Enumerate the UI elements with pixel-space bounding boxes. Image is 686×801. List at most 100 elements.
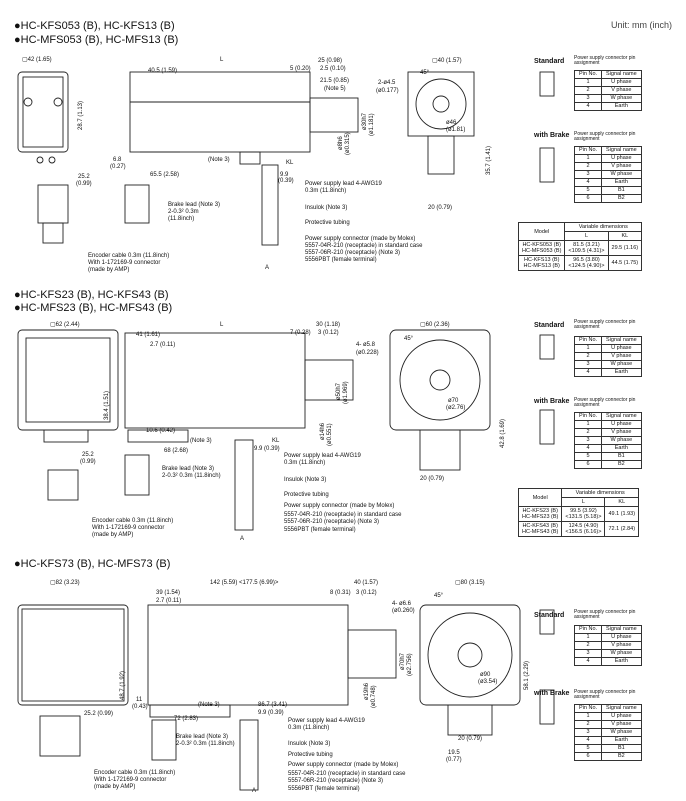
s2-tubing: Protective tubing bbox=[284, 492, 329, 498]
s1-pcd: ø46 bbox=[446, 120, 457, 126]
s2-d8: 9.9 (0.39) bbox=[254, 446, 280, 452]
s1-flange: ▢40 (1.57) bbox=[432, 58, 462, 64]
s2-shaft2: (ø0.551) bbox=[327, 423, 333, 446]
s2-front-width: ▢62 (2.44) bbox=[50, 322, 80, 328]
s3-pilot2: (ø2.756) bbox=[407, 653, 413, 676]
s2-pcd: ø70 bbox=[448, 398, 459, 404]
s1-d10: 35.7 (1.41) bbox=[486, 145, 492, 175]
s2-encoder3: (made by AMP) bbox=[92, 532, 134, 538]
s3-d12: 19.5 bbox=[448, 750, 460, 756]
s1-brake-lead2: 2-0.3² 0.3m bbox=[168, 209, 199, 215]
s3-d2: 40 (1.57) bbox=[354, 580, 379, 586]
s1-d7: 65.5 (2.58) bbox=[150, 172, 180, 178]
table-row: HC-KFS43 (B)HC-MFS43 (B)124.5 (4.90)<156… bbox=[517, 521, 640, 537]
s3-d7: 72 (2.83) bbox=[174, 716, 199, 722]
signal-header: Signal name bbox=[601, 70, 642, 79]
s2-L: L bbox=[220, 322, 224, 328]
s2-power-lead: Power supply lead 4-AWG19 bbox=[284, 453, 361, 459]
s3-power-lead: Power supply lead 4-AWG19 bbox=[288, 718, 365, 724]
s3-d10: 58.1 (2.29) bbox=[524, 660, 530, 690]
s1-d5: 21.5 (0.85) bbox=[320, 78, 350, 84]
s1-kl: KL bbox=[286, 160, 294, 166]
s2-flange: ▢60 (2.36) bbox=[420, 322, 450, 328]
section-2-title-line1: ●HC-KFS23 (B), HC-KFS43 (B) bbox=[14, 289, 169, 301]
section-3-title: ●HC-KFS73 (B), HC-MFS73 (B) bbox=[14, 558, 171, 570]
s2-hole2: (ø0.228) bbox=[356, 350, 379, 356]
s2-h1: 38.4 (1.51) bbox=[104, 390, 110, 420]
s2-d9: 25.2 bbox=[82, 452, 94, 458]
s3-insulok: Insulok (Note 3) bbox=[288, 741, 331, 747]
s3-brake-note: Power supply connector pin assignment bbox=[574, 689, 636, 700]
s1-pilot2: (ø1.181) bbox=[369, 113, 375, 136]
s3-d3: 8 (0.31) bbox=[330, 590, 351, 596]
s3-d1: 39 (1.54) bbox=[156, 590, 181, 596]
s3-d11: 20 (0.79) bbox=[458, 736, 483, 742]
s2-pilot2: (ø1.969) bbox=[343, 381, 349, 404]
s3-angle: 45° bbox=[434, 593, 444, 599]
s1-d8: 9.9 bbox=[280, 172, 289, 178]
s2-d6: 10.6 (0.42) bbox=[146, 428, 176, 434]
s3-shaft2: (ø0.748) bbox=[371, 685, 377, 708]
s1-hole: 2-ø4.5 bbox=[378, 80, 396, 86]
s3-flange: ▢80 (3.15) bbox=[455, 580, 485, 586]
s1-L: L bbox=[220, 57, 224, 63]
s2-hole: 4- ø5.8 bbox=[356, 342, 376, 348]
s2-d3: 7 (0.28) bbox=[290, 330, 311, 336]
s3-hole2: (ø0.260) bbox=[392, 608, 415, 614]
s2-d5: 2.7 (0.11) bbox=[150, 342, 176, 348]
s3-brake-lead: Brake lead (Note 3) bbox=[176, 734, 229, 740]
s1-hole2: (ø0.177) bbox=[376, 88, 399, 94]
s2-kl: KL bbox=[272, 438, 280, 444]
s3-arrow-a: A bbox=[252, 788, 257, 794]
s2-encoder: Encoder cable 0.3m (11.8inch) bbox=[92, 518, 174, 524]
s1-encoder: Encoder cable 0.3m (11.8inch) bbox=[88, 253, 170, 259]
s1-angle: 45° bbox=[420, 70, 430, 76]
s1-conn-c3: 5556PBT (female terminal) bbox=[305, 257, 377, 263]
s3-pilot: ø70h7 bbox=[400, 652, 406, 670]
s3-d8: 9.9 (0.39) bbox=[258, 710, 284, 716]
s1-brake-lead3: (11.8inch) bbox=[168, 216, 195, 222]
s3-brake-lead2: 2-0.3² 0.3m (11.8inch) bbox=[176, 741, 235, 747]
s1-conn-c2: 5557-06R-210 (receptacle) (Note 3) bbox=[305, 250, 401, 256]
s1-standard-label: Standard bbox=[534, 58, 565, 65]
s1-encoder3: (made by AMP) bbox=[88, 267, 130, 273]
s2-power-lead2: 0.3m (11.8inch) bbox=[284, 460, 326, 466]
s1-pcd2: (ø1.81) bbox=[446, 127, 466, 133]
section-2-title-line2: ●HC-MFS23 (B), HC-MFS43 (B) bbox=[14, 302, 173, 314]
s2-brake-lead2: 2-0.3² 0.3m (11.8inch) bbox=[162, 473, 221, 479]
s1-d4: 2.5 (0.10) bbox=[320, 66, 346, 72]
s1-d2: 25 (0.98) bbox=[318, 58, 343, 64]
s3-h1: 48.7 (1.92) bbox=[120, 670, 126, 700]
table-row: HC-KFS053 (B)HC-MFS053 (B)81.5 (3.21)<10… bbox=[517, 240, 643, 256]
s1-d6b: (0.27) bbox=[110, 164, 126, 170]
s2-d1: 41 (1.61) bbox=[136, 332, 161, 338]
s2-angle: 45° bbox=[404, 336, 414, 342]
unit-label: Unit: mm (inch) bbox=[610, 20, 672, 30]
s3-connector: Power supply connector (made by Molex) bbox=[288, 762, 399, 768]
s3-d4: 3 (0.12) bbox=[356, 590, 377, 596]
s3-d6: 11 bbox=[136, 697, 143, 703]
table-row: HC-KFS23 (B)HC-MFS23 (B)99.5 (3.92)<131.… bbox=[517, 506, 640, 522]
s3-conn-c3: 5556PBT (female terminal) bbox=[288, 786, 360, 792]
s1-pilot: ø30h7 bbox=[362, 112, 368, 130]
s2-arrow-a: A bbox=[240, 536, 245, 542]
s3-d9: 25.2 (0.99) bbox=[84, 711, 114, 717]
s1-encoder2: With 1-172169-9 connector bbox=[88, 260, 161, 266]
s1-insulok: Insulok (Note 3) bbox=[305, 205, 348, 211]
s1-power-lead: Power supply lead 4-AWG19 bbox=[305, 181, 382, 187]
s2-standard-label: Standard bbox=[534, 322, 565, 329]
s3-pcd: ø90 bbox=[480, 672, 491, 678]
table-row: HC-KFS13 (B)HC-MFS13 (B)96.5 (3.80)<124.… bbox=[517, 255, 643, 271]
s2-note3: (Note 3) bbox=[190, 438, 212, 444]
s3-encoder: Encoder cable 0.3m (11.8inch) bbox=[94, 770, 176, 776]
s2-brake-note: Power supply connector pin assignment bbox=[574, 397, 636, 408]
section-1-title-line1: ●HC-KFS053 (B), HC-KFS13 (B) bbox=[14, 20, 175, 32]
s2-d9b: (0.99) bbox=[80, 459, 96, 465]
pin-header: Pin No. bbox=[573, 70, 603, 79]
s2-d2: 30 (1.18) bbox=[316, 322, 341, 328]
s1-brake-note: Power supply connector pin assignment bbox=[574, 131, 636, 142]
s1-d11: 20 (0.79) bbox=[428, 205, 453, 211]
s3-hole: 4- ø6.6 bbox=[392, 601, 412, 607]
